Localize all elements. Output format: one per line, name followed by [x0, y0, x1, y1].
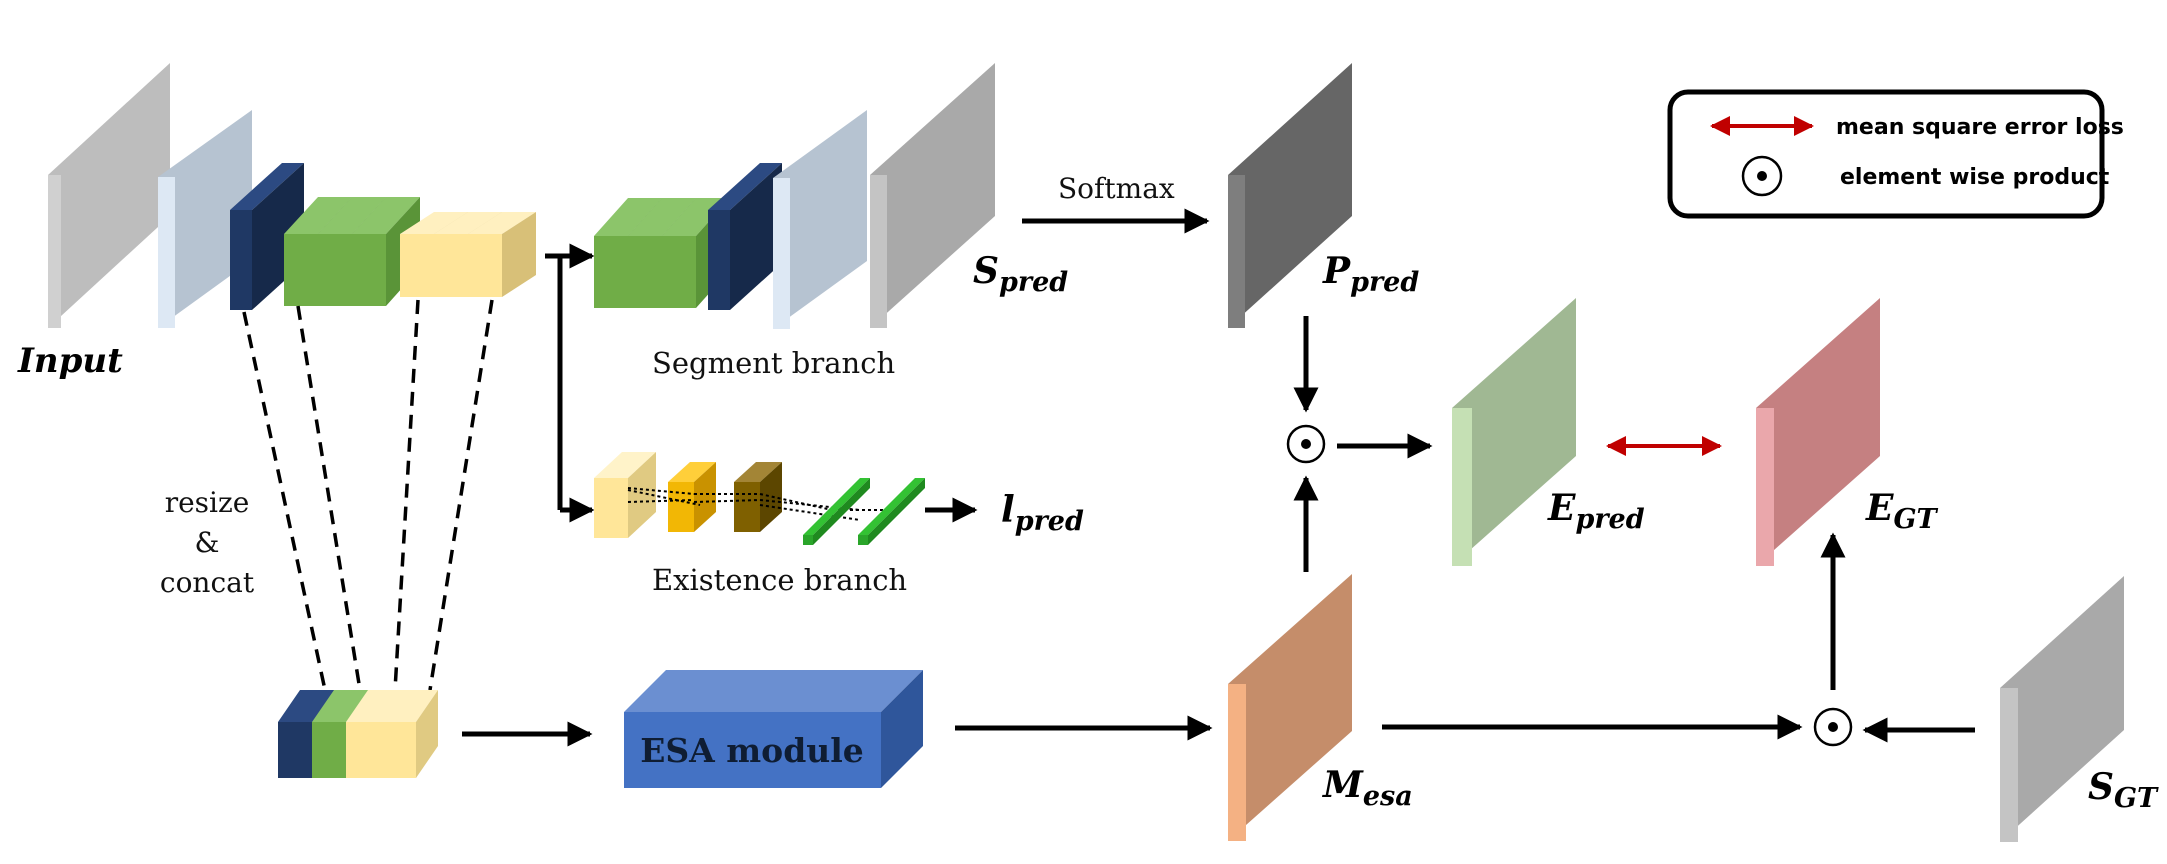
segment-block-navy [708, 163, 782, 310]
m-esa-label: Mesa [1321, 764, 1413, 812]
legend-box: mean square error loss element wise prod… [1667, 89, 2124, 219]
e-gt-slab [1756, 298, 1880, 566]
encoder-blocks-green [284, 197, 420, 306]
legend-product-label: element wise product [1840, 165, 2110, 190]
existence-block-gold [668, 462, 716, 532]
s-gt-label: SGT [2088, 766, 2159, 814]
amp-label: & [195, 526, 220, 559]
s-pred-slab [870, 63, 995, 328]
existence-fc-bar-1 [803, 478, 870, 545]
branch-split-arrows [545, 243, 595, 523]
existence-dotted-connections [627, 487, 890, 521]
s-gt-slab [2000, 576, 2124, 842]
existence-fc-bar-2 [858, 478, 925, 545]
e-gt-label: EGT [1865, 487, 1939, 535]
product-operator-2 [1813, 707, 1853, 747]
resize-dashed-lines [242, 299, 494, 691]
esa-module-box [624, 670, 923, 788]
concat-block [278, 690, 438, 778]
segment-branch-label: Segment branch [652, 346, 895, 380]
encoder-feature-slab-light-blue [158, 110, 252, 328]
s-pred-label: Spred [973, 250, 1068, 298]
legend-product-icon [1741, 155, 1783, 197]
e-pred-label: Epred [1547, 487, 1645, 535]
existence-block-yellow [594, 452, 656, 538]
resize-label: resize [165, 486, 250, 519]
e-pred-slab [1452, 298, 1576, 566]
p-pred-slab [1228, 63, 1352, 328]
existence-block-brown [734, 462, 782, 532]
softmax-label: Softmax [1058, 172, 1175, 205]
concat-label: concat [160, 566, 255, 599]
input-image-slab [48, 63, 170, 328]
product-operator-1 [1286, 424, 1326, 464]
esa-module-label: ESA module [640, 731, 864, 770]
p-pred-label: Ppred [1322, 250, 1419, 298]
legend-mse-label: mean square error loss [1836, 115, 2124, 140]
l-pred-label: lpred [1001, 489, 1084, 537]
existence-branch-label: Existence branch [652, 563, 907, 597]
segment-feature-slab-light-blue [773, 110, 867, 329]
encoder-blocks-yellow [400, 212, 536, 297]
input-label: Input [17, 341, 123, 381]
m-esa-slab [1228, 574, 1352, 841]
